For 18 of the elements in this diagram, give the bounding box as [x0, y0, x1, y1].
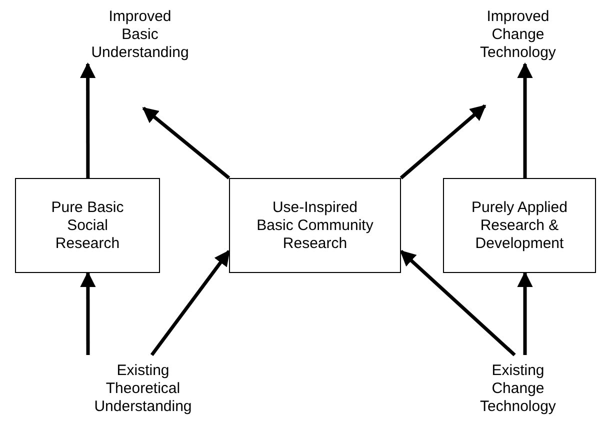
arrow [142, 106, 230, 180]
node-text: Use-Inspired Basic Community Research [256, 198, 374, 252]
node-text: Purely Applied Research & Development [470, 198, 568, 252]
process-box [15, 178, 160, 273]
node-text: Improved Change Technology [479, 8, 557, 62]
node-text: Existing Change Technology [479, 362, 557, 416]
process-box [443, 178, 596, 273]
arrow [517, 271, 533, 355]
arrow [80, 62, 96, 178]
process-box [229, 178, 401, 273]
arrow [400, 104, 486, 180]
arrow [517, 62, 533, 178]
arrow [80, 271, 96, 355]
arrow [150, 250, 230, 356]
node-text: Pure Basic Social Research [50, 198, 125, 252]
node-text: Improved Basic Understanding [91, 8, 189, 62]
node-text: Existing Theoretical Understanding [93, 362, 193, 416]
arrow [400, 250, 516, 356]
